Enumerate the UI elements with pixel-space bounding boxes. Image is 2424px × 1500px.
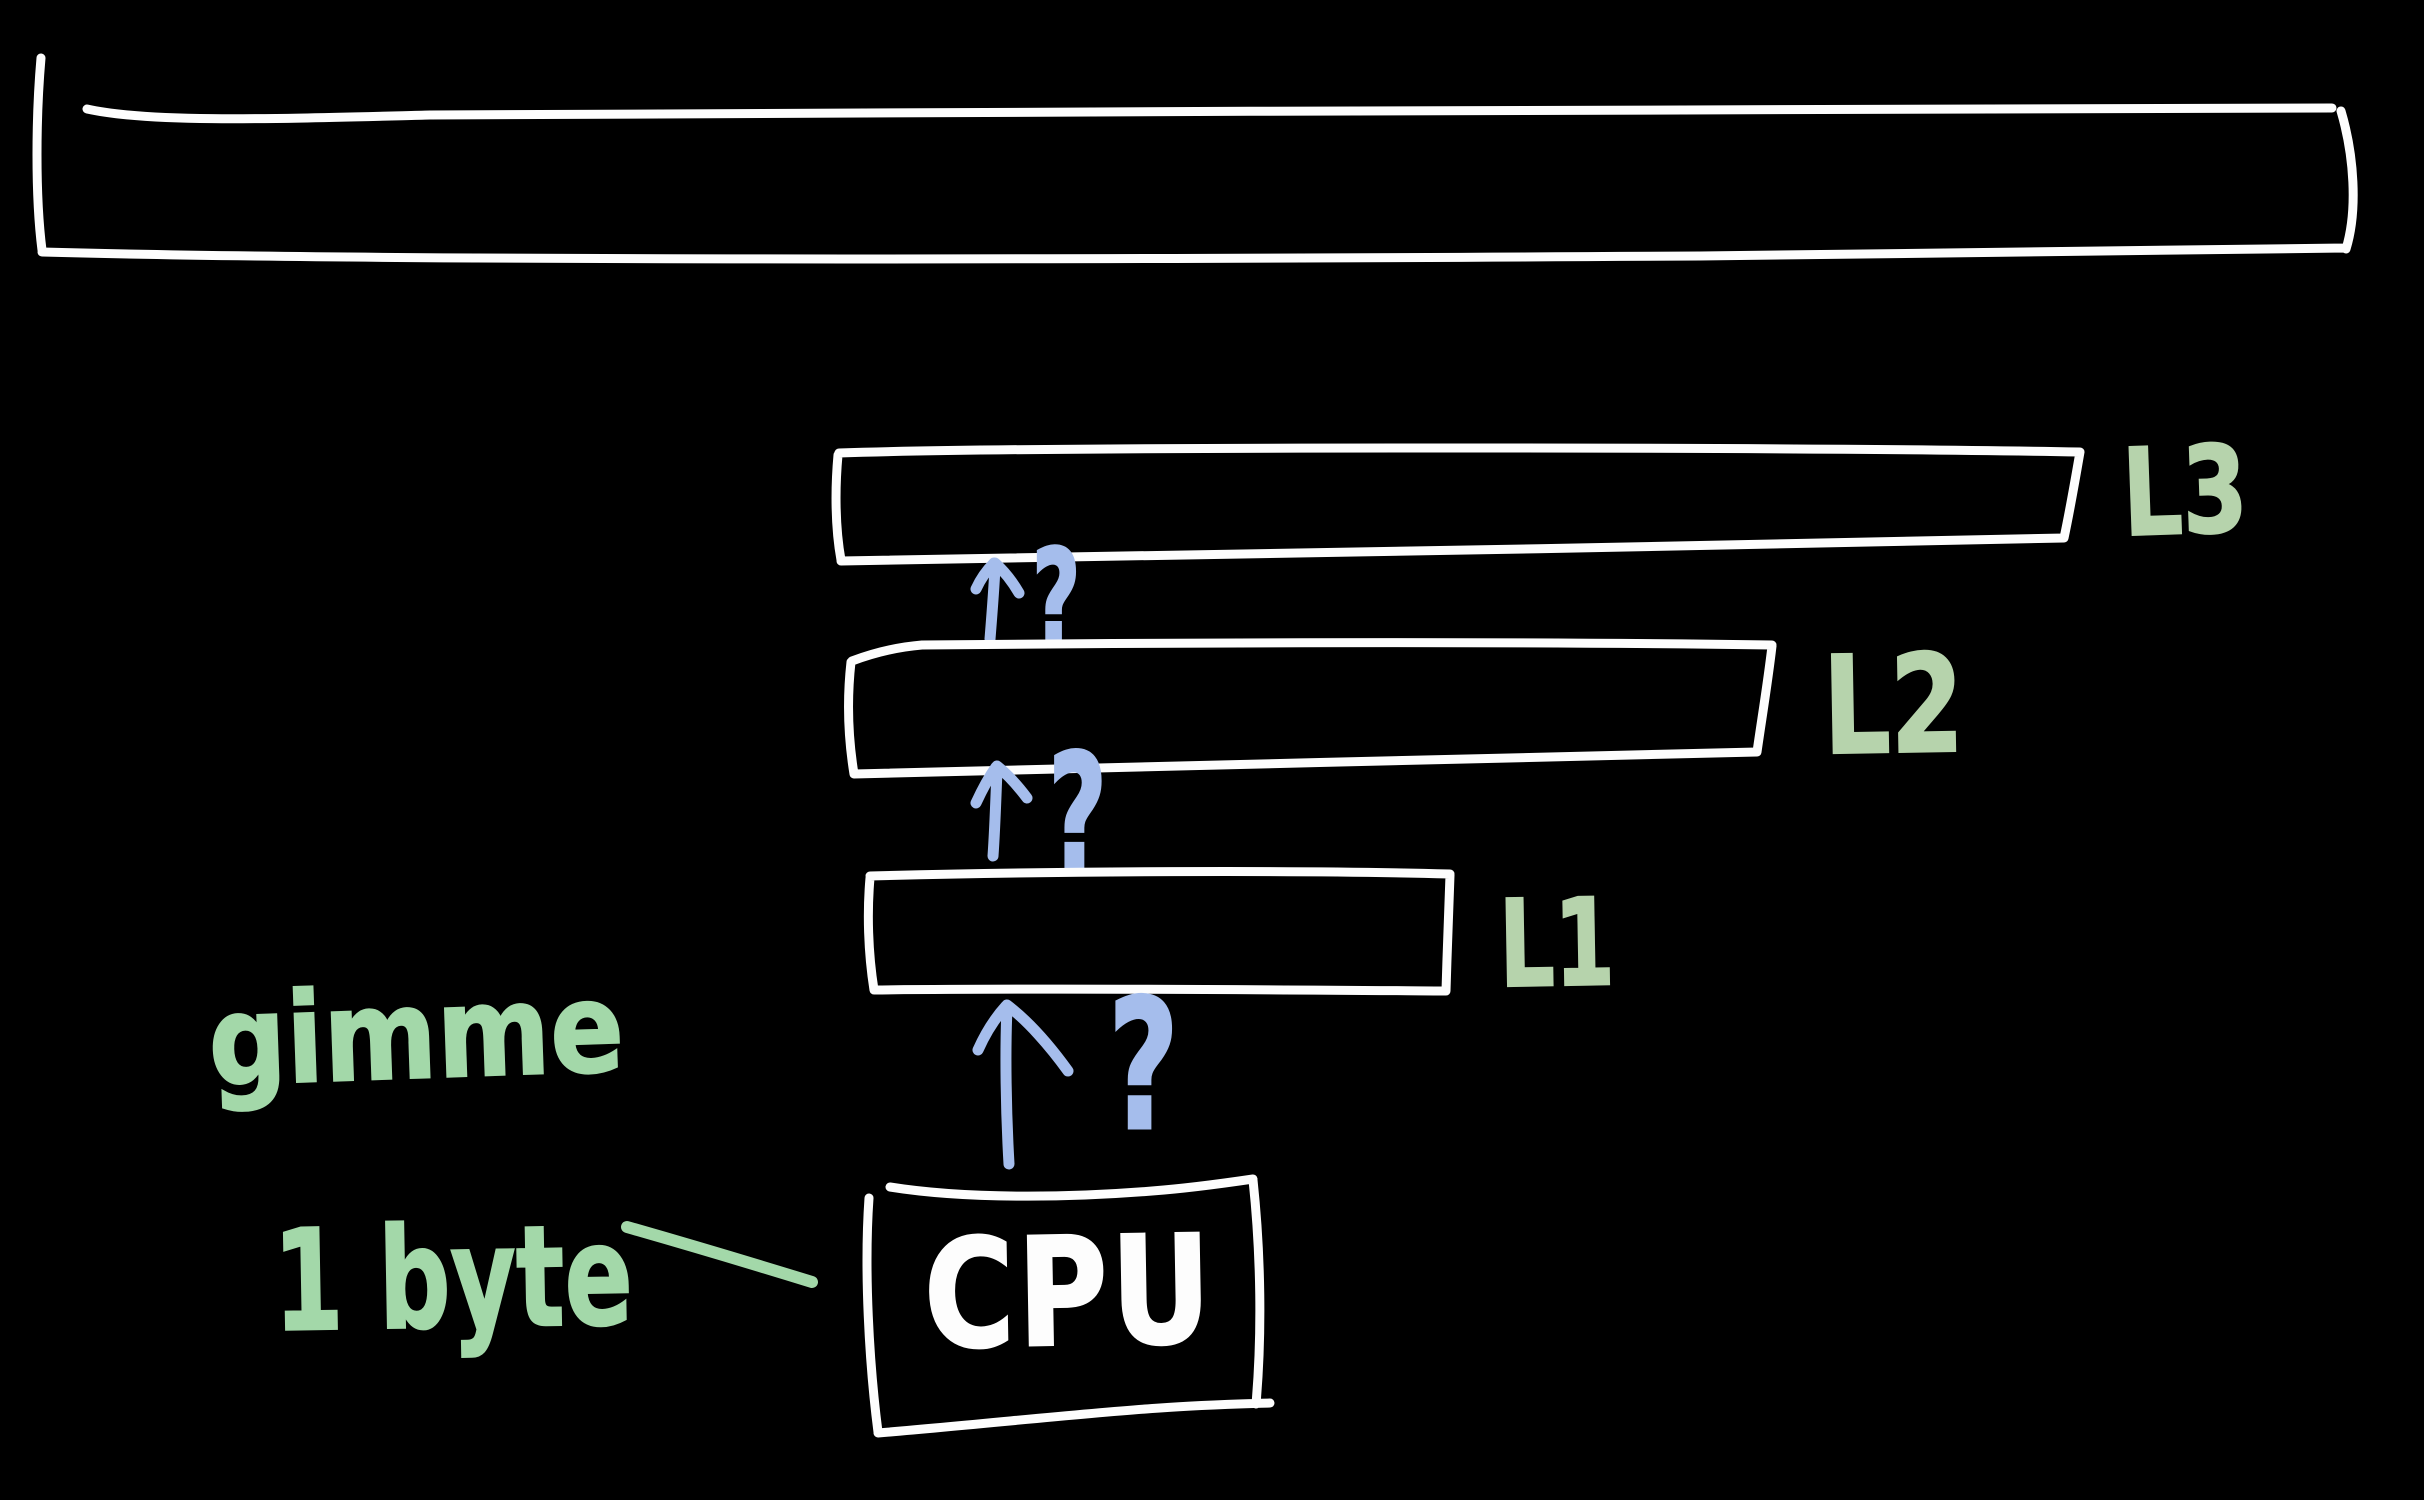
l1-cache-bar-outline — [863, 867, 1455, 996]
one-byte-annotation: 1 byte — [271, 1193, 635, 1364]
l2-cache-bar-outline — [844, 638, 1777, 779]
pointer-line — [621, 1221, 818, 1288]
up-arrow-icon — [970, 557, 1025, 645]
l2-label-text: L2 — [1822, 626, 1965, 786]
l1-label: L1 — [1497, 872, 1617, 1016]
question-mark-text: ? — [1048, 721, 1107, 912]
l1-label-text: L1 — [1498, 873, 1616, 1015]
l2-cache-bar — [844, 638, 1777, 779]
arrow-cpu-to-l1 — [972, 999, 1074, 1170]
cpu-box — [862, 1174, 1275, 1438]
annotation-pointer — [621, 1221, 818, 1288]
arrow-l1-to-l2 — [970, 760, 1033, 862]
l1-cache-bar — [863, 867, 1455, 996]
cpu-label-text: CPU — [923, 1204, 1216, 1383]
question-mark-cpu-l1: ? — [1107, 961, 1180, 1173]
one-byte-text: 1 byte — [272, 1194, 634, 1363]
arrow-l2-to-l3 — [970, 557, 1025, 645]
main-memory-bar — [32, 53, 2358, 264]
l2-label: L2 — [1821, 625, 1966, 787]
question-mark-text: ? — [1032, 522, 1081, 678]
l3-cache-bar-outline — [831, 443, 2085, 566]
gimme-annotation: gimme — [205, 953, 627, 1115]
gimme-text: gimme — [206, 954, 626, 1115]
up-arrow-icon — [970, 760, 1033, 862]
cpu-box-outline — [862, 1174, 1275, 1438]
l3-cache-bar — [831, 443, 2085, 566]
question-mark-l2-l3: ? — [1031, 521, 1082, 680]
question-mark-text: ? — [1108, 962, 1179, 1171]
l3-label-text: L3 — [2120, 420, 2250, 564]
main-memory-bar-outline — [32, 53, 2358, 264]
question-mark-l1-l2: ? — [1047, 719, 1109, 912]
up-arrow-icon — [972, 999, 1074, 1170]
l3-label: L3 — [2119, 419, 2251, 565]
cpu-label: CPU — [921, 1203, 1216, 1384]
